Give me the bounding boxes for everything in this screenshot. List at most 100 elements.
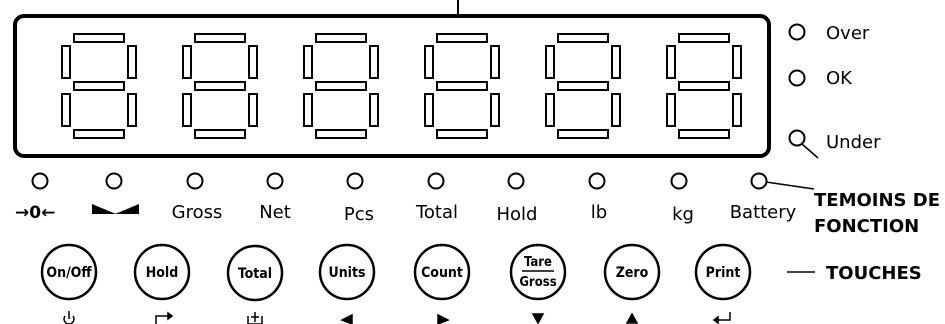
button-row: On/Off Hold Total Units Count Tare Gross… (40, 243, 752, 302)
segment-b (127, 45, 137, 79)
segment-f (545, 45, 555, 79)
digit-5 (545, 33, 621, 139)
segment-d (436, 129, 488, 139)
button-sub-icons (63, 311, 731, 324)
segment-g (436, 81, 488, 91)
print-button-label: Print (706, 265, 741, 281)
indicator-ok: OK (788, 68, 853, 89)
segment-e (182, 93, 192, 127)
stable-triangles-icon (92, 204, 139, 214)
zero-button-label: Zero (616, 265, 649, 281)
units-button[interactable]: Units (318, 243, 376, 301)
indicator-over-label: Over (826, 23, 870, 44)
indicator-hold-label: Hold (497, 204, 538, 225)
indicator-pcs-label: Pcs (344, 204, 374, 225)
segment-f (424, 45, 434, 79)
arrow-down-icon (531, 313, 545, 324)
indicator-pcs: Pcs (344, 172, 374, 225)
display-window (13, 14, 771, 158)
segment-d (678, 129, 730, 139)
digit-3 (303, 33, 379, 139)
touches-callout: TOUCHES (826, 263, 922, 284)
segment-b (732, 45, 742, 79)
indicator-stable (92, 172, 139, 214)
zero-button[interactable]: Zero (603, 243, 661, 301)
arrow-right-icon (437, 313, 450, 324)
indicator-under: Under (788, 129, 881, 159)
indicator-lb-label: lb (591, 202, 607, 223)
segment-a (315, 33, 367, 43)
segment-d (194, 129, 246, 139)
on-off-button[interactable]: On/Off (40, 243, 98, 301)
digit-2 (182, 33, 258, 139)
tare-gross-button[interactable]: Tare Gross (509, 243, 567, 301)
tare-button-label: Tare (524, 255, 552, 270)
indicator-lb: lb (588, 172, 607, 223)
segment-e (545, 93, 555, 127)
segment-a (678, 33, 730, 43)
segment-g (557, 81, 609, 91)
segment-f (61, 45, 71, 79)
segment-c (248, 93, 258, 127)
segment-b (248, 45, 258, 79)
segment-d (315, 129, 367, 139)
segment-g (678, 81, 730, 91)
indicator-gross: Gross (172, 172, 223, 223)
center-zero-icon: →0← (15, 203, 55, 223)
indicator-over: Over (788, 23, 870, 44)
indicator-kg: kg (670, 172, 694, 225)
hold-button-label: Hold (146, 265, 179, 281)
segment-g (315, 81, 367, 91)
segment-d (557, 129, 609, 139)
segment-a (436, 33, 488, 43)
segment-c (369, 93, 379, 127)
seven-segment-digits (61, 33, 742, 139)
segment-c (127, 93, 137, 127)
indicator-row: →0← Gross Net Pcs Total Hold (15, 172, 797, 225)
segment-g (194, 81, 246, 91)
digit-1 (61, 33, 137, 139)
units-button-label: Units (328, 265, 365, 281)
segment-d (73, 129, 125, 139)
segment-b (490, 45, 500, 79)
indicator-net: Net (259, 172, 291, 223)
indicator-zero: →0← (15, 172, 55, 223)
temoins-callout-line1: TEMOINS DE (814, 190, 940, 211)
corner-arrow-right-icon (155, 311, 174, 324)
temoins-leader-line (765, 181, 815, 190)
indicator-gross-label: Gross (172, 202, 223, 223)
segment-b (611, 45, 621, 79)
count-button[interactable]: Count (413, 243, 471, 301)
on-off-button-label: On/Off (46, 265, 92, 281)
arrow-left-icon (340, 313, 353, 324)
segment-c (490, 93, 500, 127)
indicator-hold: Hold (497, 172, 538, 225)
indicator-battery-label: Battery (730, 202, 797, 223)
hold-button[interactable]: Hold (133, 243, 191, 301)
under-leader-line (801, 143, 819, 159)
temoins-callout-line2: FONCTION (814, 216, 919, 237)
print-button[interactable]: Print (694, 243, 752, 301)
segment-f (303, 45, 313, 79)
segment-c (732, 93, 742, 127)
add-to-total-icon (247, 312, 263, 324)
indicator-total: Total (415, 172, 458, 223)
segment-f (182, 45, 192, 79)
segment-e (61, 93, 71, 127)
indicator-ok-label: OK (826, 68, 853, 89)
segment-a (73, 33, 125, 43)
segment-g (73, 81, 125, 91)
indicator-net-label: Net (259, 202, 291, 223)
indicator-total-label: Total (415, 202, 458, 223)
indicator-battery: Battery (730, 172, 797, 223)
digit-4 (424, 33, 500, 139)
total-button-label: Total (238, 266, 272, 282)
count-button-label: Count (421, 265, 463, 281)
indicator-kg-label: kg (672, 204, 694, 225)
total-button[interactable]: Total (226, 244, 284, 302)
indicator-under-label: Under (826, 132, 881, 153)
segment-e (424, 93, 434, 127)
power-icon (63, 311, 75, 324)
digit-6 (666, 33, 742, 139)
